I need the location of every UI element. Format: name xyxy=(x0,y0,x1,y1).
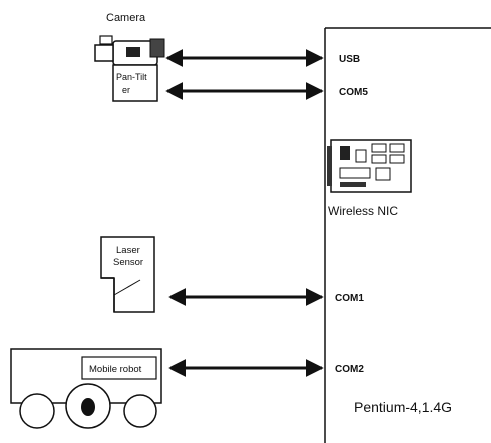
pan-tilt-box: Pan-Tilt er xyxy=(112,64,158,102)
laser-sensor-line1: Laser xyxy=(116,245,140,256)
usb-port-label: USB xyxy=(339,54,360,65)
pan-tilt-sub-label: er xyxy=(122,85,130,95)
mobile-robot-label: Mobile robot xyxy=(89,364,142,375)
com5-port-label: COM5 xyxy=(339,87,368,98)
com2-port-label: COM2 xyxy=(335,364,364,375)
laser-sensor-icon xyxy=(100,236,155,313)
mobile-robot-icon xyxy=(10,348,162,429)
pc-box xyxy=(324,27,491,443)
pan-tilt-label: Pan-Tilt xyxy=(116,72,147,82)
camera-icon xyxy=(94,35,165,66)
camera-label: Camera xyxy=(106,12,146,24)
pc-label: Pentium-4,1.4G xyxy=(354,399,452,415)
wireless-nic-label: Wireless NIC xyxy=(328,204,398,218)
laser-sensor-line2: Sensor xyxy=(113,257,143,268)
com1-port-label: COM1 xyxy=(335,293,364,304)
wireless-nic-card-icon xyxy=(327,139,412,193)
